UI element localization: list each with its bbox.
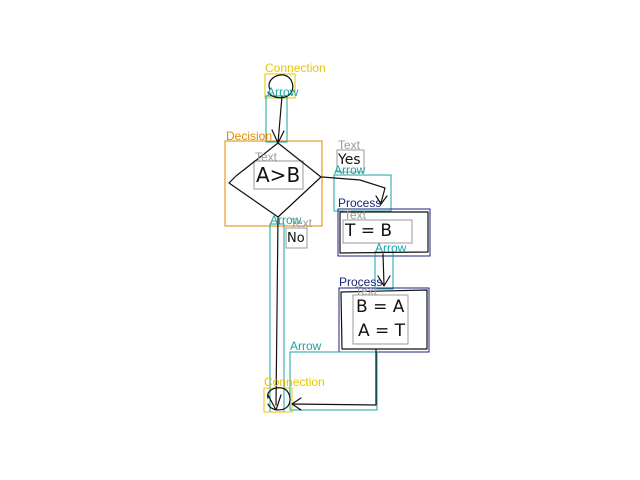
process-2-label: Process — [339, 275, 383, 289]
arrow-return-line — [291, 349, 377, 411]
process-2-rect — [340, 289, 428, 350]
arrow-top-label: Arrow — [267, 85, 299, 99]
arrow-yes-line — [321, 176, 388, 205]
condition-text: A>B — [256, 163, 301, 187]
connection-top-label: Connection — [265, 61, 326, 75]
assign-a-text: A = T — [358, 321, 406, 341]
text-yes-label: Text — [338, 138, 361, 152]
arrow-return-label: Arrow — [290, 339, 322, 353]
decision-diamond — [228, 142, 322, 218]
text-process-2-box — [352, 294, 409, 345]
text-no-box — [285, 227, 308, 249]
text-process-1-label: Text — [344, 208, 367, 222]
process-2-box — [338, 287, 430, 353]
decision-label: Decision — [226, 129, 273, 143]
arrow-no-label: Arrow — [270, 213, 302, 227]
assign-b-text: B = A — [356, 297, 405, 317]
arrow-yes-box — [333, 174, 392, 212]
arrow-mid-line — [377, 253, 391, 287]
start-circle — [267, 74, 294, 99]
text-yes-box — [336, 149, 365, 173]
arrow-mid-label: Arrow — [375, 241, 407, 255]
arrow-yes-label: Arrow — [334, 163, 366, 177]
connection-bottom-label: Connection — [264, 375, 325, 389]
assign-t-text: T = B — [345, 221, 393, 241]
text-process-1-box — [342, 219, 413, 244]
text-decision-box — [253, 160, 304, 190]
arrow-return-box — [289, 351, 378, 411]
text-no-label: Text — [290, 216, 313, 230]
process-1-rect — [339, 211, 429, 254]
text-decision-label: Text — [255, 150, 278, 164]
process-1-box — [337, 208, 431, 257]
text-process-2-label: Text — [355, 284, 378, 298]
no-text: No — [287, 231, 305, 246]
decision-box — [224, 140, 323, 227]
end-circle — [267, 387, 291, 411]
arrow-top-box — [265, 95, 288, 143]
yes-text: Yes — [338, 152, 361, 168]
process-1-label: Process — [338, 196, 382, 210]
arrow-top-line — [271, 95, 285, 144]
